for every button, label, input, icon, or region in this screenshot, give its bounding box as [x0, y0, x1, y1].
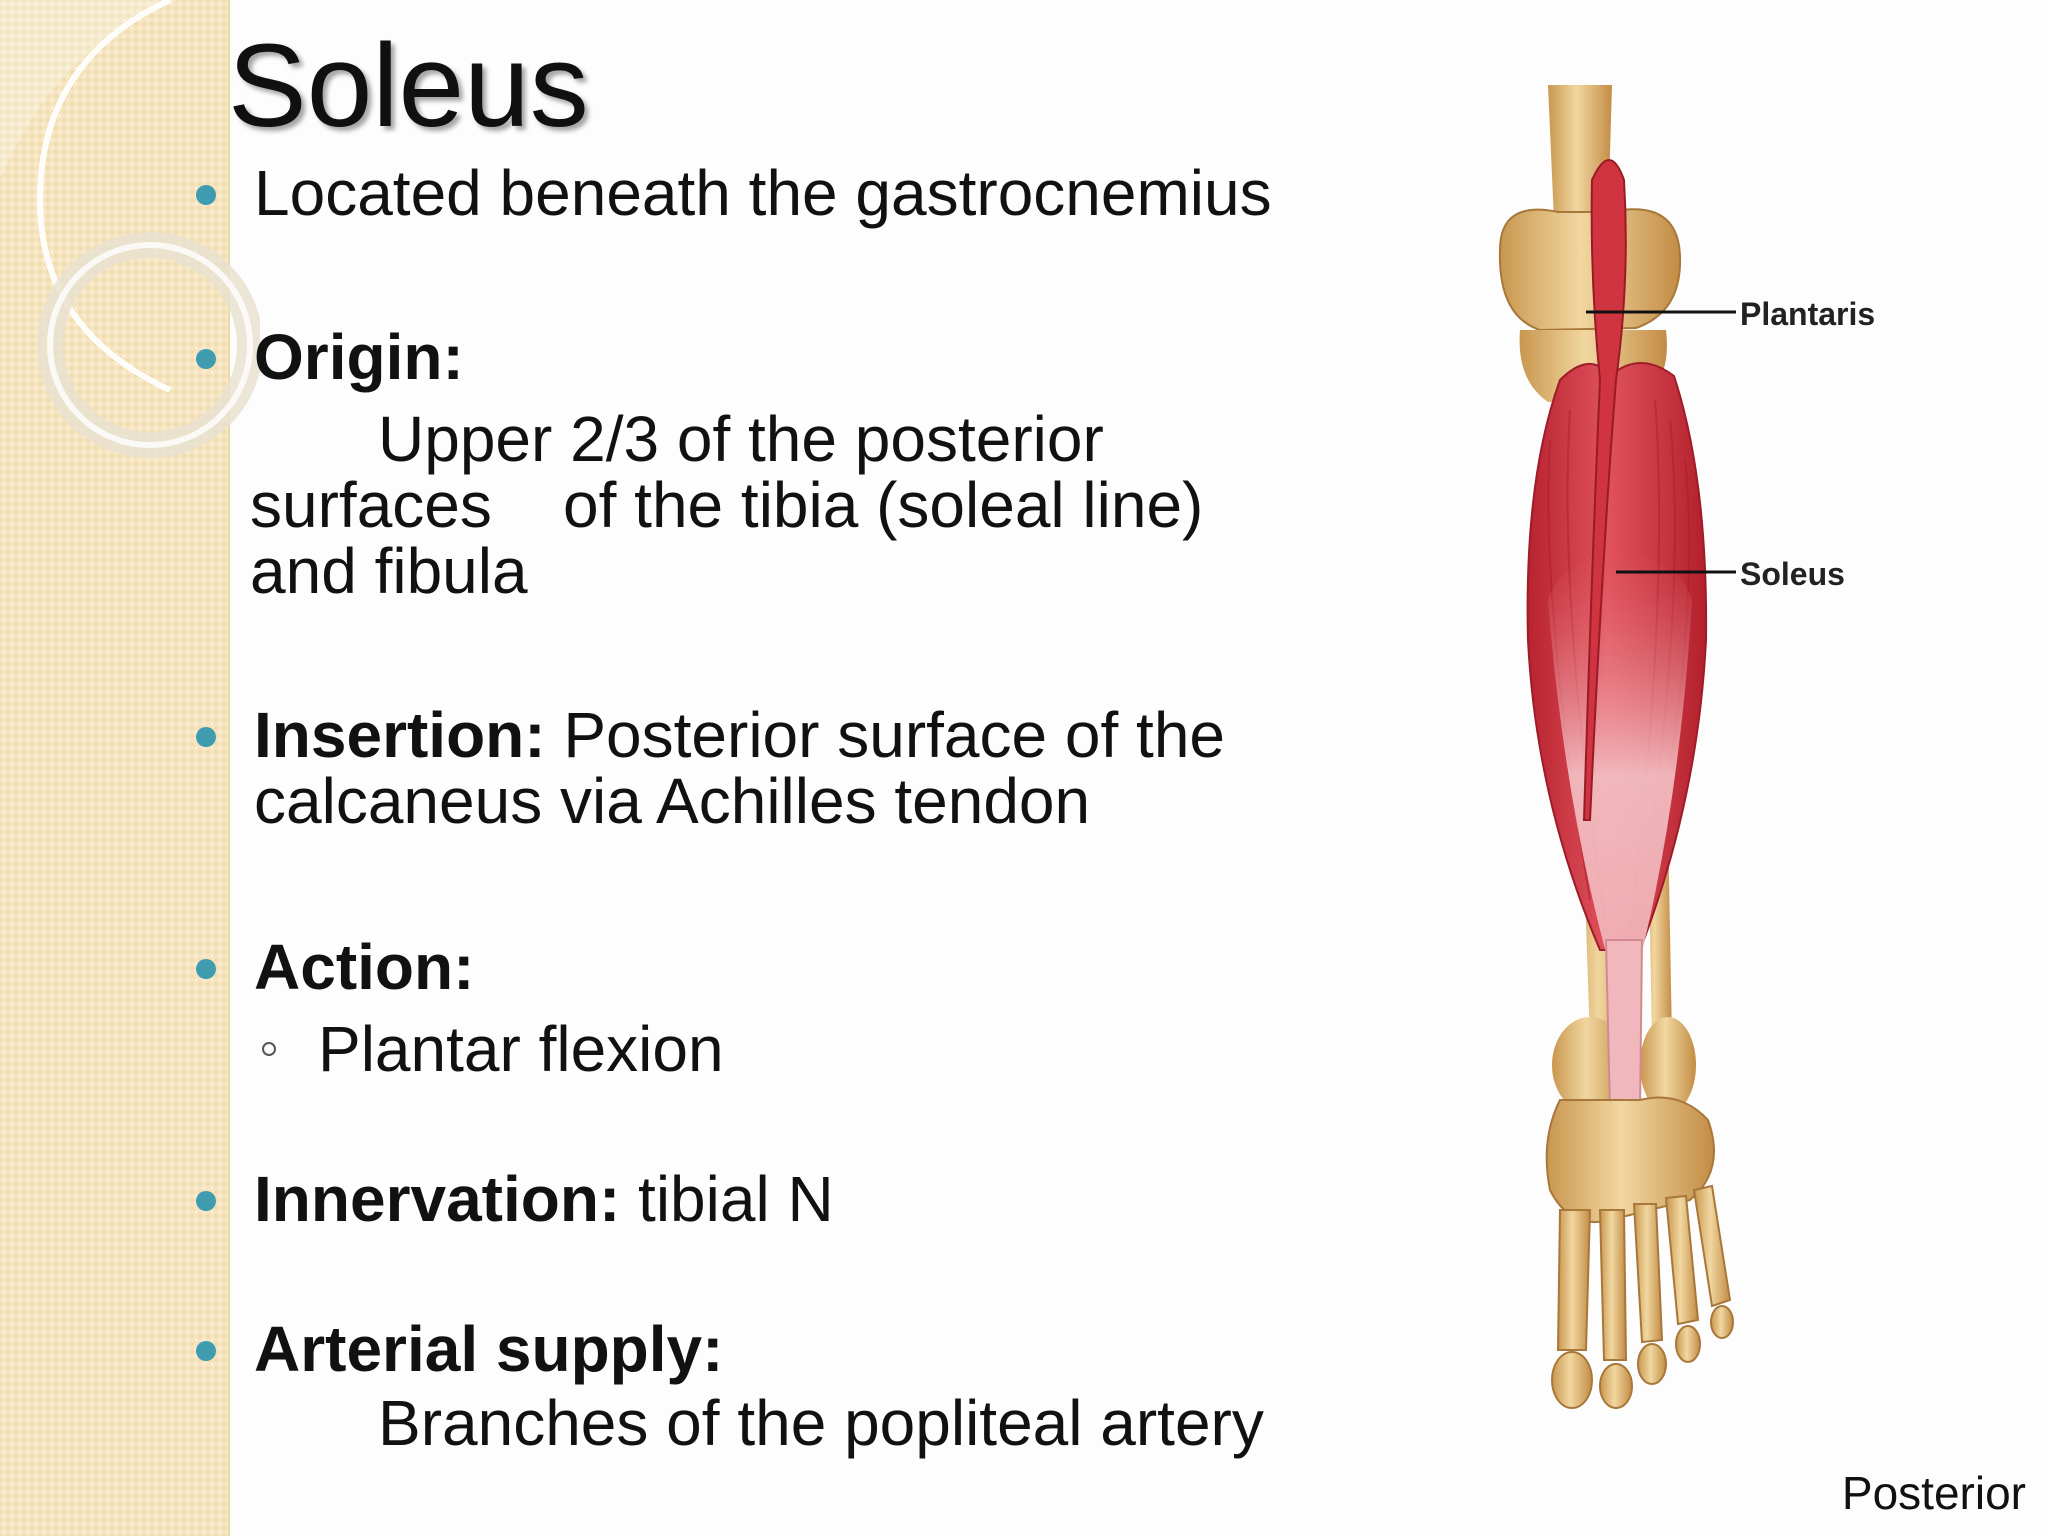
- action-label: Action:: [254, 931, 475, 1003]
- insertion-label: Insertion:: [254, 699, 546, 771]
- innervation-label: Innervation:: [254, 1163, 621, 1235]
- bullet-arterial: Arterial supply:: [196, 1313, 1404, 1385]
- calcaneus: [1545, 1096, 1715, 1223]
- arterial-value: Branches of the popliteal artery: [378, 1387, 1264, 1459]
- label-plantaris: Plantaris: [1740, 296, 1876, 332]
- located-text: Located beneath the gastrocnemius: [254, 157, 1272, 229]
- innervation-value: tibial N: [620, 1163, 834, 1235]
- bullet-located: Located beneath the gastrocnemius: [196, 157, 1404, 229]
- action-sub-item: Plantar flexion: [318, 1013, 724, 1085]
- soleus-aponeurosis: [1548, 550, 1692, 960]
- foot-bones: [1551, 1184, 1734, 1409]
- bullet-action: Action:: [196, 931, 1404, 1003]
- origin-line-1: Upper 2/3 of the posterior: [378, 403, 1104, 475]
- posterior-leg-illustration: [1498, 85, 1736, 1409]
- origin-label: Origin:: [254, 321, 464, 393]
- label-soleus: Soleus: [1740, 556, 1845, 592]
- origin-line-2: surfaces of the tibia (soleal line): [250, 469, 1204, 541]
- plantaris-muscle: [1582, 159, 1627, 821]
- slide-title: Soleus: [228, 20, 589, 152]
- achilles-tendon: [1604, 939, 1644, 1111]
- bullet-innervation: Innervation: tibial N: [196, 1163, 1404, 1235]
- insertion-line-2: calcaneus via Achilles tendon: [254, 765, 1091, 837]
- figure-caption: Posterior: [1841, 1467, 2026, 1519]
- knee-condyles: [1498, 208, 1682, 332]
- origin-line-3: and fibula: [250, 535, 528, 607]
- insertion-line-1: Posterior surface of the: [545, 699, 1225, 771]
- arterial-label: Arterial supply:: [254, 1313, 724, 1385]
- decorative-rings: [0, 0, 260, 458]
- sub-bullet-marker: [262, 1042, 276, 1056]
- lateral-malleolus: [1640, 1017, 1696, 1113]
- bullet-origin: Origin:: [196, 321, 1404, 393]
- bullet-insertion: Insertion: Posterior surface of the calc…: [196, 699, 1404, 837]
